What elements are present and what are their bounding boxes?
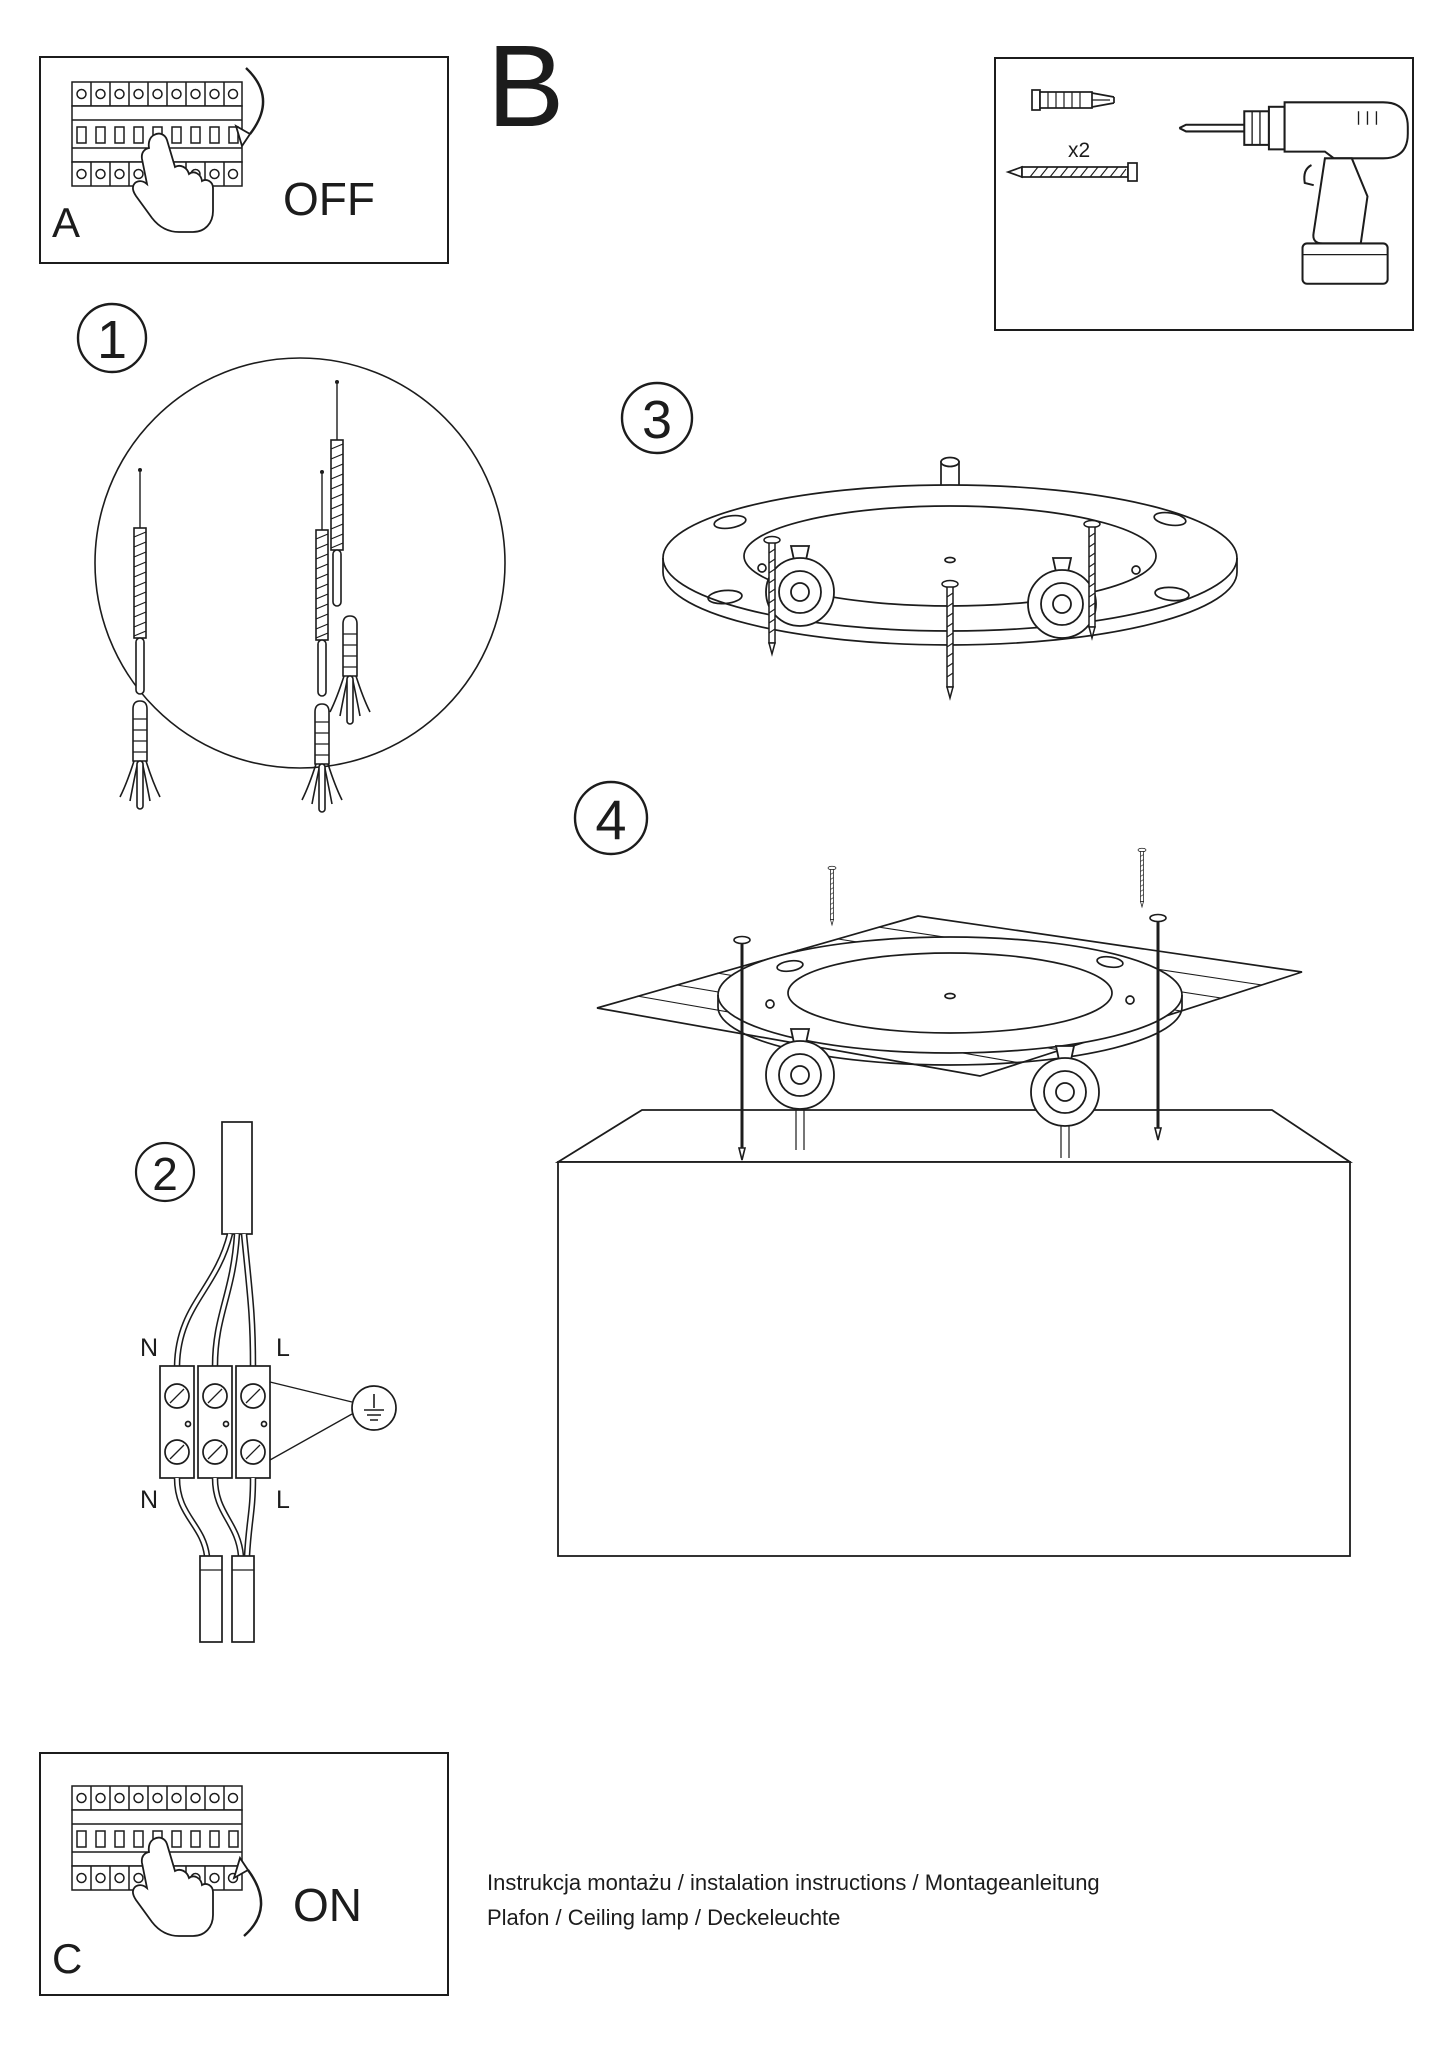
section-b-letter: B [487,21,565,151]
screw-icon [1005,162,1138,182]
step3-canopy-drawing [662,456,1238,699]
step3-circle [620,381,694,455]
step-3-number: 3 [641,390,673,450]
panel-a-frame [39,56,449,264]
ground-symbol-icon [351,1385,397,1431]
lamp-box-drawing [554,1109,1353,1557]
step4-assembly-drawing [596,847,1303,1077]
tools-frame [994,57,1414,331]
magnifier-circle [94,357,506,769]
screw-anchor-detail-drawing [329,379,371,725]
panel-c-label: C [52,1935,83,1982]
wiring-live-top-label: L [276,1334,290,1362]
wiring-neutral-top-label: N [140,1334,159,1362]
step-2-number: 2 [152,1148,178,1200]
step2-wiring-drawing [159,1121,397,1643]
step-4-number: 4 [595,788,627,851]
step-1-number: 1 [96,310,128,370]
step4-long-screws-drawing [733,913,1167,1161]
on-arrow-icon [232,1855,263,1937]
panel-a-action-label: OFF [283,173,375,225]
panel-c-action-label: ON [293,1879,362,1931]
screw-anchor-left-drawing [119,467,161,810]
step4-sockets-drawing [765,1028,1100,1158]
wall-plug-icon [1031,89,1115,111]
step4-circle [573,780,649,856]
footer-instructions-line: Instrukcja montażu / instalation instruc… [487,1870,1100,1895]
wiring-live-bottom-label: L [276,1486,290,1514]
panel-a-label: A [52,199,81,246]
off-arrow-icon [234,67,265,149]
panel-c-frame [39,1752,449,1996]
step1-circle [76,302,148,374]
footer-product-line: Plafon / Ceiling lamp / Deckeleuchte [487,1905,841,1930]
wiring-neutral-bottom-label: N [140,1486,159,1514]
anchor-count-label: x2 [1068,139,1091,162]
drill-icon [1178,101,1409,285]
step2-circle [134,1141,196,1203]
